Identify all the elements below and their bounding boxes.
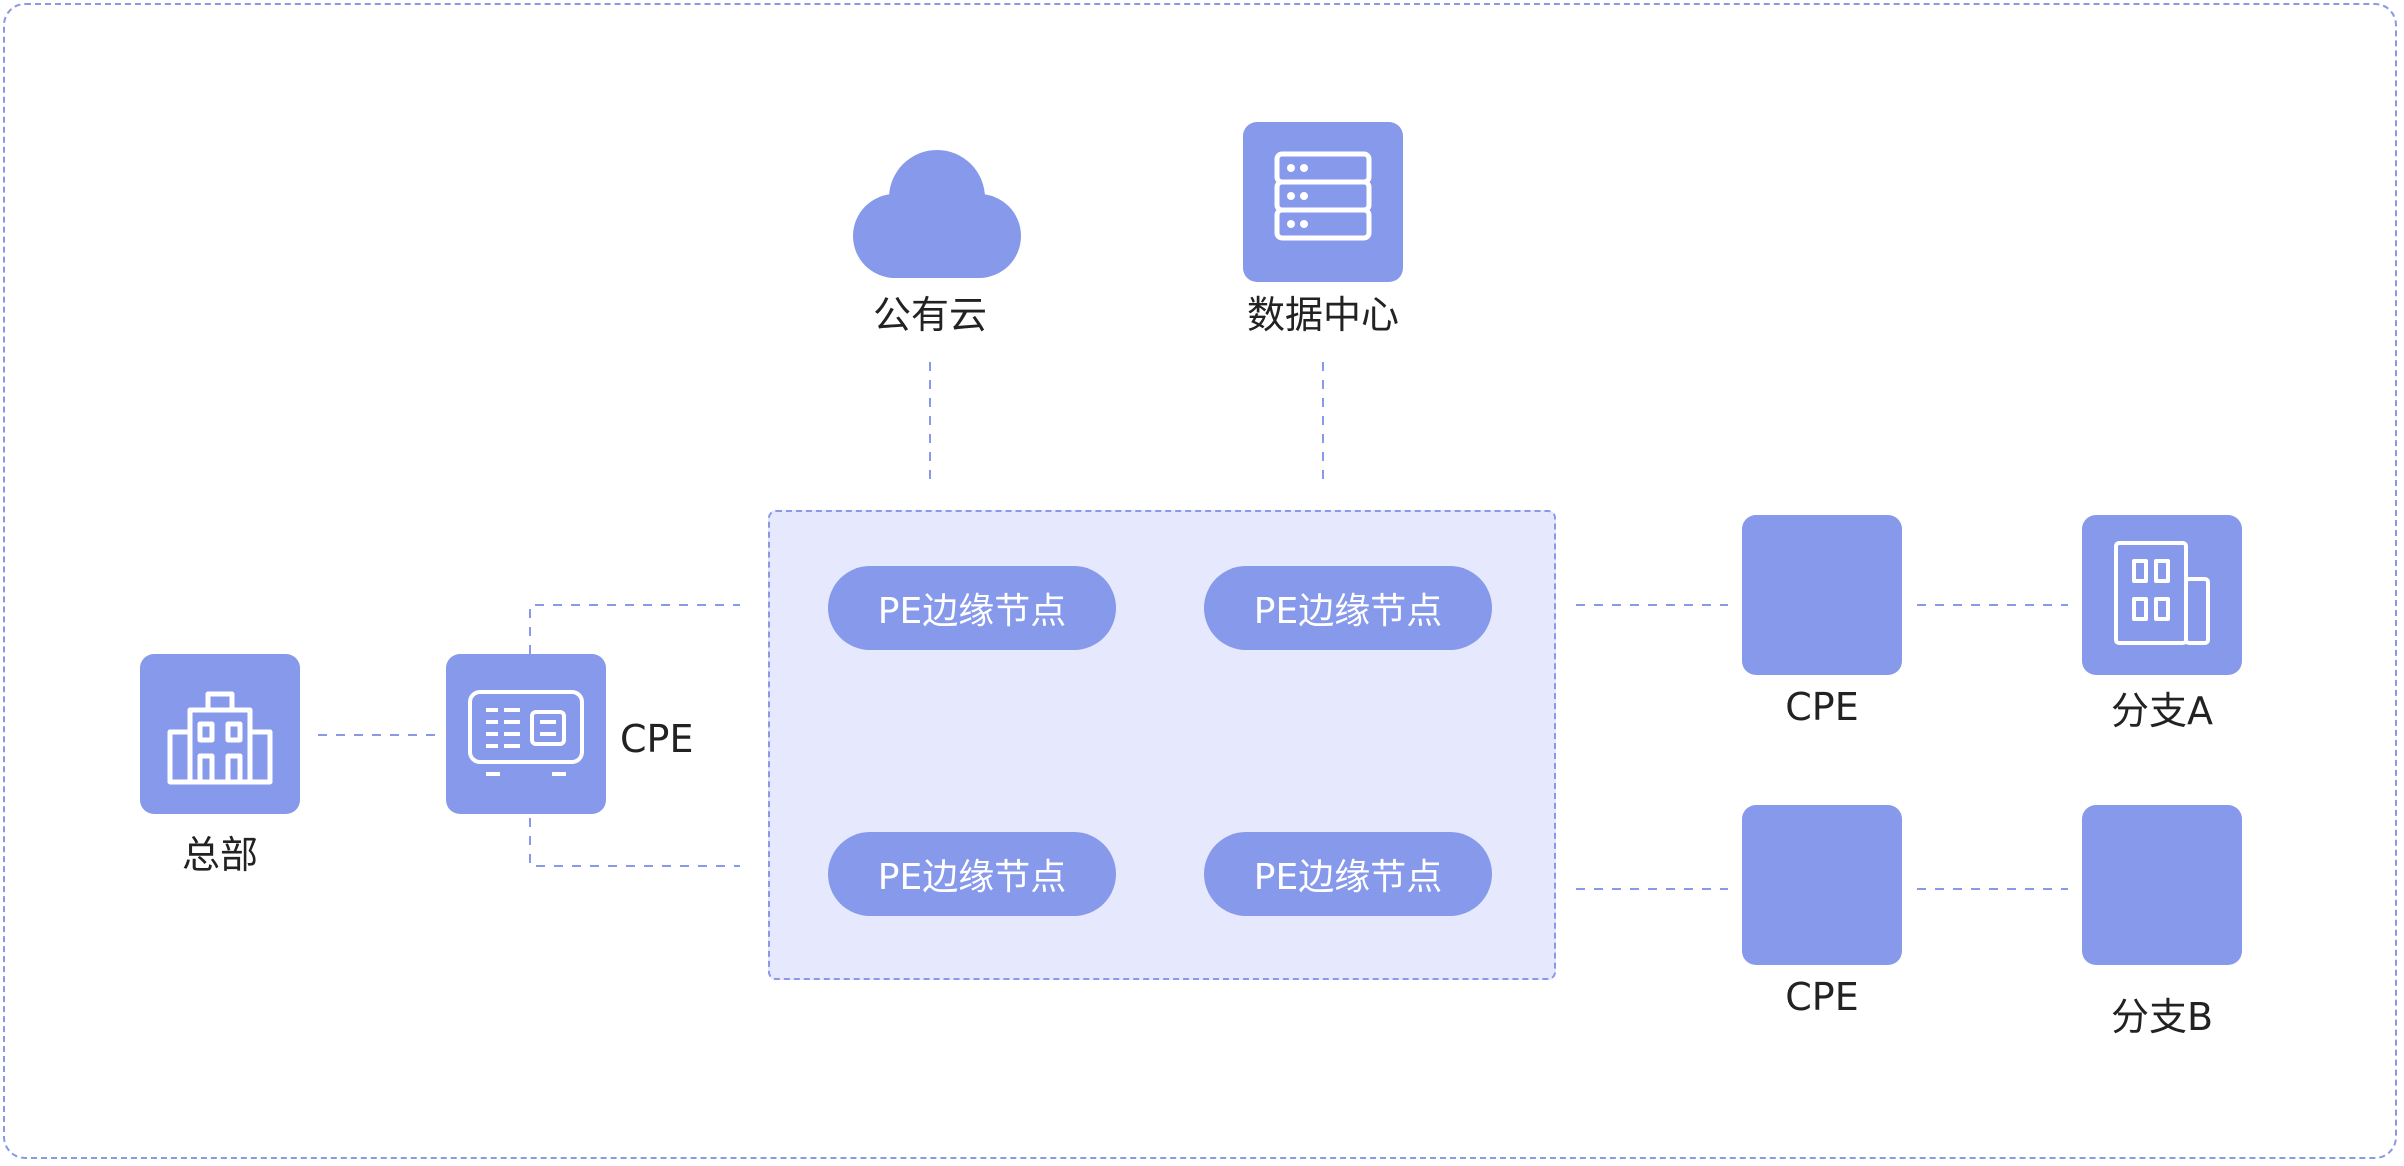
cpe-hq-label: CPE bbox=[620, 717, 694, 761]
data-center-label: 数据中心 bbox=[1246, 293, 1399, 337]
cpe-b-node bbox=[1742, 805, 1902, 965]
data-center-node bbox=[1243, 122, 1403, 282]
link-cpe-core-top bbox=[529, 604, 740, 654]
headquarters-node bbox=[140, 654, 300, 814]
branch-a-label: 分支A bbox=[2111, 689, 2213, 733]
public-cloud-label: 公有云 bbox=[872, 293, 987, 337]
server-icon bbox=[1274, 151, 1372, 241]
pe-node-bottom-left: PE边缘节点 bbox=[828, 832, 1116, 916]
pe-node-bottom-right: PE边缘节点 bbox=[1204, 832, 1492, 916]
cpe-b-label: CPE bbox=[1785, 975, 1859, 1019]
link-cpe-core-bottom bbox=[529, 818, 740, 867]
branch-a-node bbox=[2082, 515, 2242, 675]
pe-node-top-left: PE边缘节点 bbox=[828, 566, 1116, 650]
cpe-hq-node bbox=[446, 654, 606, 814]
diagram-frame bbox=[3, 3, 2397, 1159]
branch-building-icon bbox=[2114, 541, 2210, 645]
branch-b-label: 分支B bbox=[2110, 995, 2214, 1039]
headquarters-label: 总部 bbox=[181, 833, 258, 877]
branch-b-node bbox=[2082, 805, 2242, 965]
cloud-icon bbox=[853, 150, 1021, 278]
headquarters-building-icon bbox=[167, 691, 273, 785]
cpe-a-label: CPE bbox=[1785, 685, 1859, 729]
router-device-icon bbox=[468, 690, 584, 776]
pe-node-top-right: PE边缘节点 bbox=[1204, 566, 1492, 650]
cpe-a-node bbox=[1742, 515, 1902, 675]
